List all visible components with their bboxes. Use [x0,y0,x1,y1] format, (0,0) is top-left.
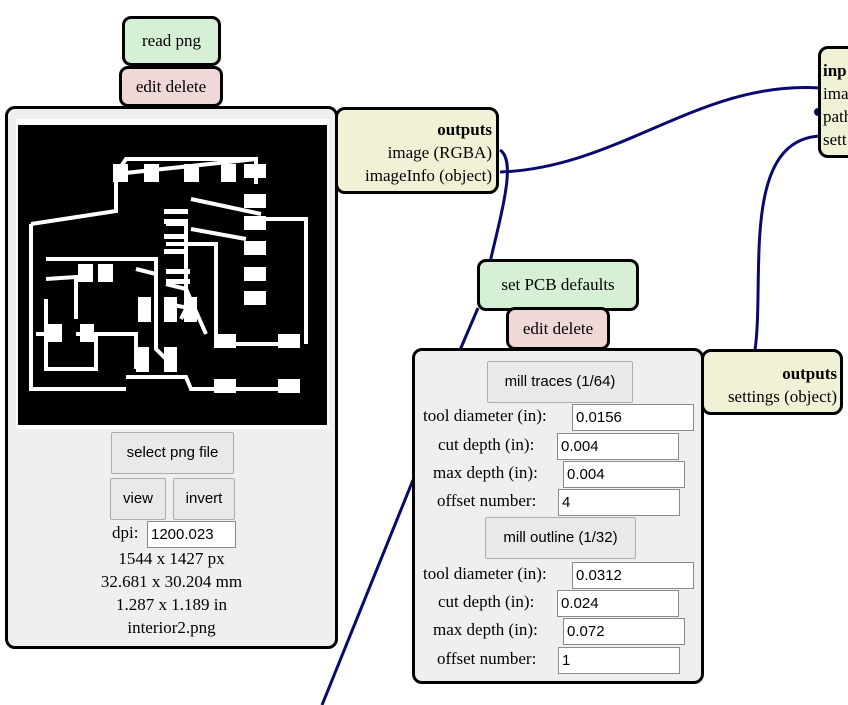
pcb-defaults-edit-delete[interactable]: edit delete [506,307,610,350]
read-png-panel: select png file view invert dpi: 1200.02… [5,106,338,649]
outline-max-depth-label: max depth (in): [433,620,538,639]
dpi-input[interactable]: 1200.023 [147,521,236,548]
right-module-inputs: inp ima path sett [818,46,848,158]
filename: interior2.png [127,618,216,637]
pcb-image-preview [16,119,329,429]
select-png-file-button[interactable]: select png file [111,432,234,474]
traces-cut-depth-label: cut depth (in): [438,435,535,454]
traces-tool-diameter-label: tool diameter (in): [423,406,547,425]
wire-image-to-pcb [488,148,509,263]
input-path[interactable]: path [823,107,848,126]
outline-max-depth-input[interactable]: 0.072 [563,618,685,645]
read-png-outputs: outputs image (RGBA) imageInfo (object) [335,107,499,194]
invert-button[interactable]: invert [173,478,235,520]
mill-outline-button[interactable]: mill outline (1/32) [485,517,636,559]
wire-image-to-input [499,86,821,174]
size-in: 1.287 x 1.189 in [116,595,227,614]
outline-offset-number-label: offset number: [437,649,537,668]
output-settings[interactable]: settings (object) [727,387,837,406]
traces-offset-number-input[interactable]: 4 [558,489,680,516]
traces-tool-diameter-input[interactable]: 0.0156 [572,404,694,431]
wire-pcb-bottom [320,307,480,705]
outline-cut-depth-input[interactable]: 0.024 [557,590,679,617]
outline-tool-diameter-label: tool diameter (in): [423,564,547,583]
pcb-defaults-panel: mill traces (1/64) tool diameter (in): 0… [412,348,704,684]
dpi-label: dpi: [112,523,139,542]
inputs-title: inp [823,61,847,80]
output-image-rgba[interactable]: image (RGBA) [387,143,492,162]
traces-cut-depth-input[interactable]: 0.004 [557,433,679,460]
outline-offset-number-input[interactable]: 1 [558,647,680,674]
size-px: 1544 x 1427 px [118,549,225,568]
read-png-edit-delete[interactable]: edit delete [119,66,223,107]
outline-tool-diameter-input[interactable]: 0.0312 [572,562,694,589]
size-mm: 32.681 x 30.204 mm [100,572,243,591]
pcb-defaults-outputs: outputs settings (object) [701,349,843,415]
pcb-defaults-title[interactable]: set PCB defaults [477,259,639,311]
read-png-title[interactable]: read png [122,16,221,66]
input-image[interactable]: ima [823,84,848,103]
outputs-title: outputs [437,120,492,139]
wire-settings-to-input [753,134,821,351]
output-imageinfo[interactable]: imageInfo (object) [365,166,492,185]
traces-max-depth-label: max depth (in): [433,463,538,482]
outputs-title: outputs [782,364,837,383]
traces-max-depth-input[interactable]: 0.004 [563,461,685,488]
pcb-traces-image [18,125,327,425]
traces-offset-number-label: offset number: [437,491,537,510]
input-settings[interactable]: sett [823,130,847,149]
outline-cut-depth-label: cut depth (in): [438,592,535,611]
mill-traces-button[interactable]: mill traces (1/64) [487,361,633,403]
view-button[interactable]: view [110,478,166,520]
